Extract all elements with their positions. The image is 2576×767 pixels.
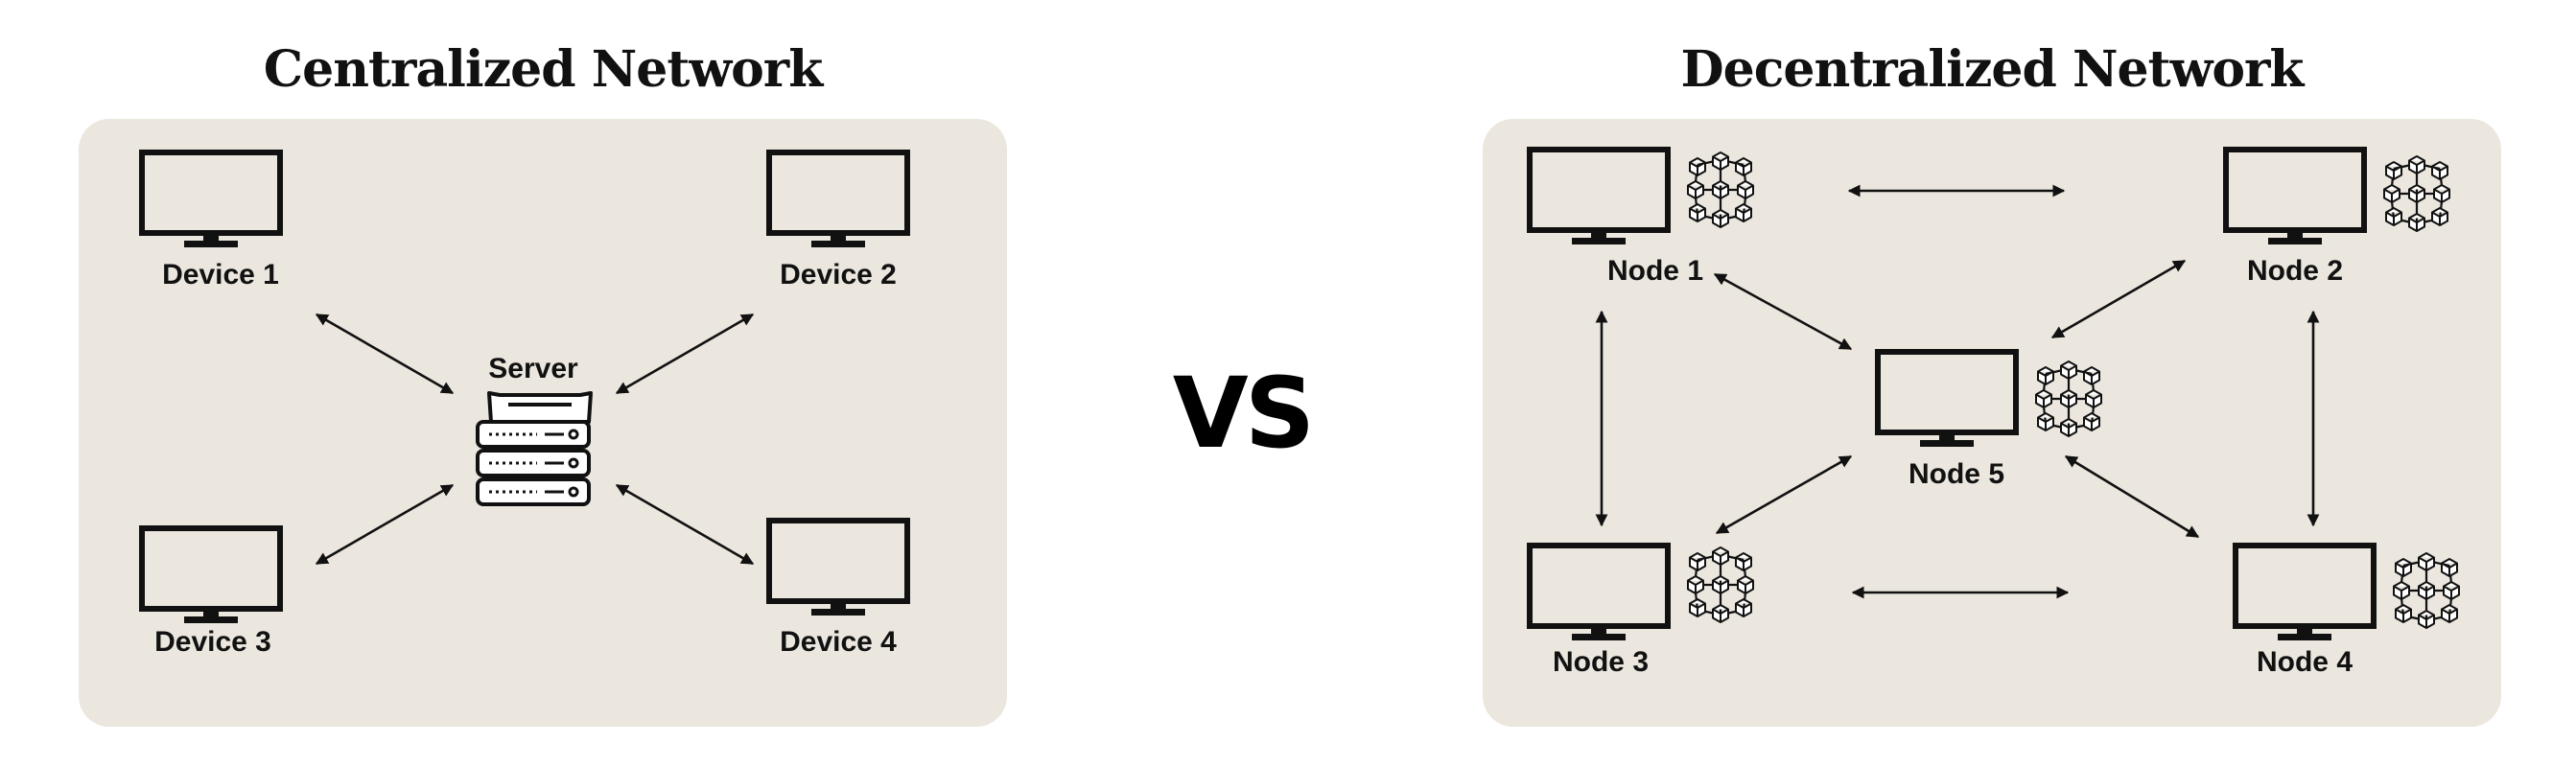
vs-label: VS [1172,357,1315,471]
arrow-device4-server [615,483,755,566]
node-2-monitor-icon [2226,150,2364,244]
node-4-monitor-icon [2236,546,2374,640]
device-1-monitor-icon [142,152,280,247]
arrow-device1-server [315,313,455,395]
node-3-label: Node 3 [1552,646,1650,678]
arrow-device2-server [615,313,755,395]
node-1-label: Node 1 [1606,255,1704,287]
arrow-node5-node3 [1715,454,1853,535]
node-5-monitor-icon [1878,352,2016,447]
centralized-title: Centralized Network [263,40,823,99]
server-icon [476,391,593,506]
device-4-label: Device 4 [780,626,897,658]
node-4-label: Node 4 [2256,646,2354,678]
decentralized-title: Decentralized Network [1680,40,2305,99]
node-2-blockchain-icon [2384,156,2449,231]
device-3-label: Device 3 [154,626,271,658]
server-label: Server [488,353,578,384]
arrow-node2-node5 [2050,259,2187,339]
arrow-node1-node5 [1713,272,1853,351]
arrow-device3-server [315,483,455,566]
node-2-label: Node 2 [2246,255,2344,287]
device-1-label: Device 1 [162,259,279,291]
node-3-monitor-icon [1530,546,1668,640]
device-2-label: Device 2 [780,259,897,291]
arrow-node5-node4 [2064,454,2200,539]
node-5-blockchain-icon [2036,361,2101,436]
device-4-monitor-icon [769,521,907,616]
node-5-label: Node 5 [1908,458,2005,490]
node-1-monitor-icon [1530,150,1668,244]
device-3-monitor-icon [142,528,280,623]
node-1-blockchain-icon [1688,152,1753,227]
node-4-blockchain-icon [2394,553,2459,628]
node-3-blockchain-icon [1688,547,1753,622]
device-2-monitor-icon [769,152,907,247]
